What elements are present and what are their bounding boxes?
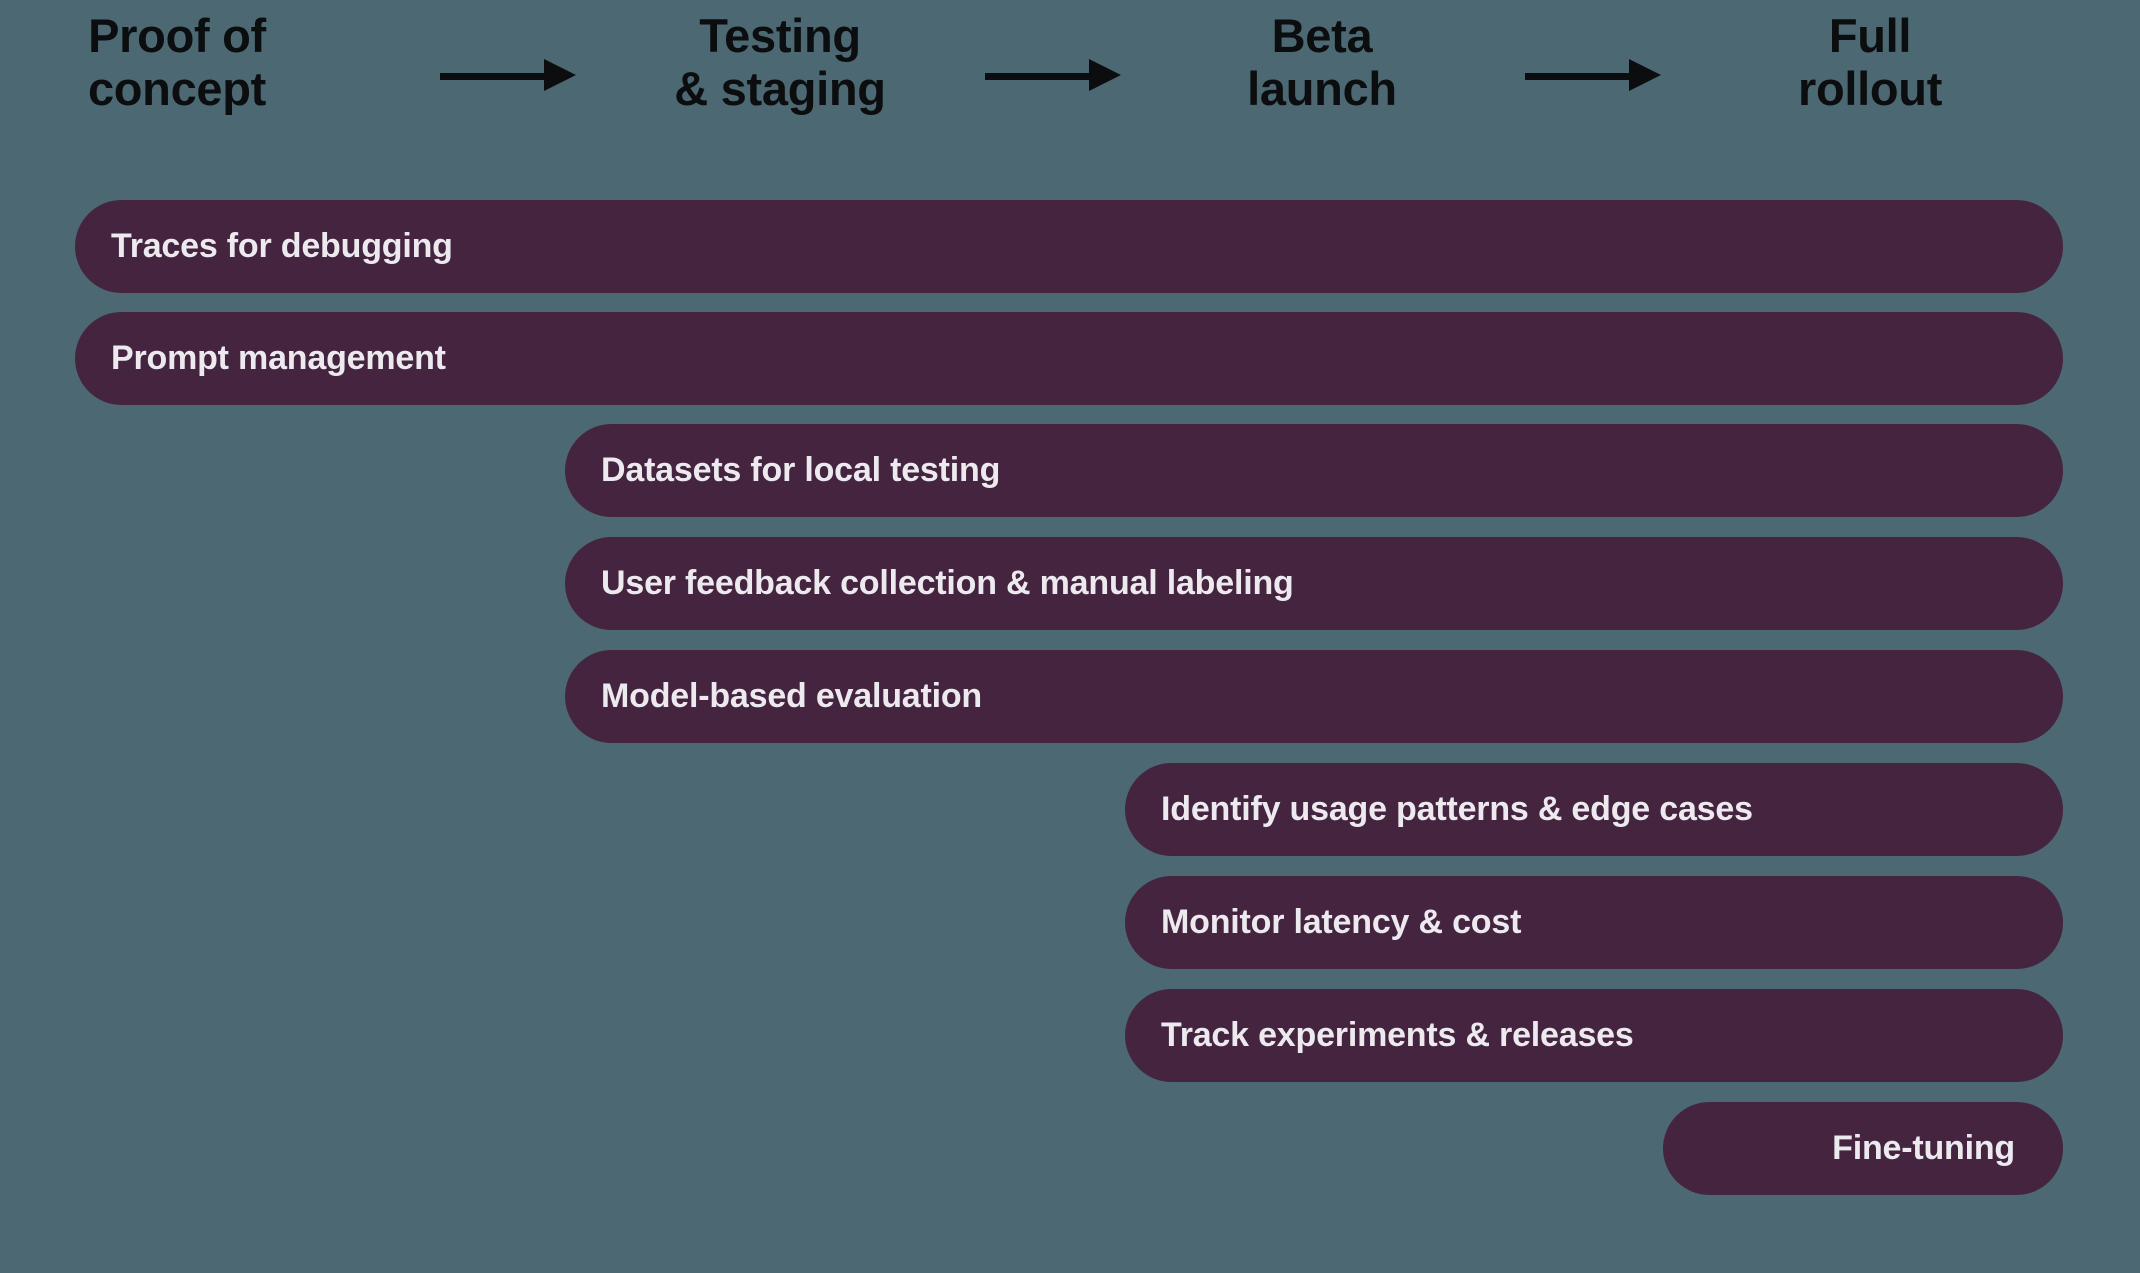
capability-label: Monitor latency & cost <box>1161 903 1522 941</box>
stage-label-line2: & staging <box>674 61 886 115</box>
arrow-shaft <box>1525 73 1635 80</box>
capability-pill-datasets-for-local-testing[interactable]: Datasets for local testing <box>565 424 2063 517</box>
stage-label-line2: launch <box>1247 61 1397 115</box>
stage-header-row: Proof of concept Testing & staging Beta … <box>0 0 2140 140</box>
capability-label: User feedback collection & manual labeli… <box>601 564 1294 602</box>
capability-pill-track-experiments-and-releases[interactable]: Track experiments & releases <box>1125 989 2063 1082</box>
arrow-testing-to-beta-icon <box>985 59 1125 91</box>
capability-pill-identify-usage-patterns[interactable]: Identify usage patterns & edge cases <box>1125 763 2063 856</box>
stage-label-line1: Proof of <box>88 9 266 62</box>
arrow-shaft <box>985 73 1095 80</box>
arrow-beta-to-rollout-icon <box>1525 59 1665 91</box>
capability-pill-monitor-latency-and-cost[interactable]: Monitor latency & cost <box>1125 876 2063 969</box>
stage-beta-launch: Beta launch <box>1192 9 1452 115</box>
stage-label-line1: Testing <box>699 9 861 62</box>
stage-proof-of-concept: Proof of concept <box>47 9 307 115</box>
capability-pill-traces-for-debugging[interactable]: Traces for debugging <box>75 200 2063 293</box>
stage-label-line2: concept <box>87 61 267 115</box>
arrow-poc-to-testing-icon <box>440 59 580 91</box>
capability-pill-user-feedback-collection[interactable]: User feedback collection & manual labeli… <box>565 537 2063 630</box>
capability-pill-prompt-management[interactable]: Prompt management <box>75 312 2063 405</box>
capability-pill-fine-tuning[interactable]: Fine-tuning <box>1663 1102 2063 1195</box>
capability-label: Identify usage patterns & edge cases <box>1161 790 1753 828</box>
capability-pill-model-based-evaluation[interactable]: Model-based evaluation <box>565 650 2063 743</box>
capability-label: Datasets for local testing <box>601 451 1001 489</box>
capability-label: Fine-tuning <box>1832 1129 2015 1167</box>
capability-label: Model-based evaluation <box>601 677 983 715</box>
capability-label: Prompt management <box>111 339 446 377</box>
stage-testing-and-staging: Testing & staging <box>650 9 910 115</box>
arrow-head <box>1629 59 1661 91</box>
arrow-shaft <box>440 73 550 80</box>
stage-full-rollout: Full rollout <box>1740 9 2000 115</box>
arrow-head <box>1089 59 1121 91</box>
stage-label-line1: Full <box>1828 9 1912 62</box>
arrow-head <box>544 59 576 91</box>
capability-label: Traces for debugging <box>111 227 453 265</box>
capability-label: Track experiments & releases <box>1161 1016 1634 1054</box>
stage-label-line2: rollout <box>1797 61 1943 115</box>
stage-label-line1: Beta <box>1271 9 1373 62</box>
